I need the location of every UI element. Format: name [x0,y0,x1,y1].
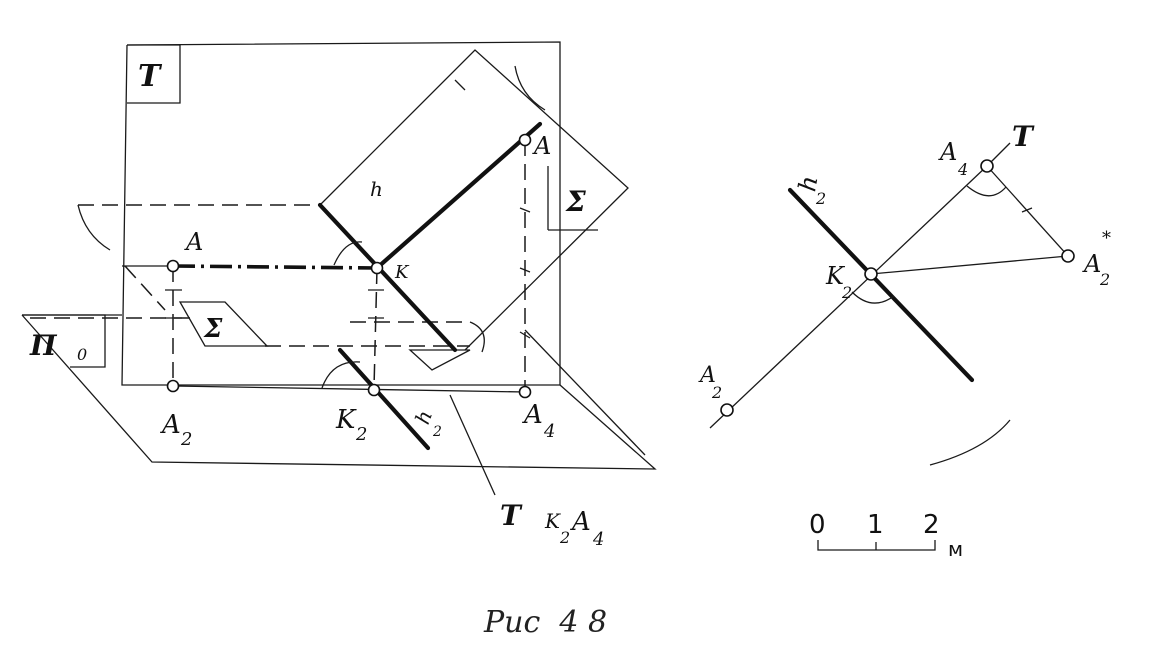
label-A4-right: A [938,138,957,166]
plane-Sigma-outline [319,49,629,351]
K2A4-leader-line [524,329,646,456]
projection-line-A2-A4 [172,385,526,393]
plane-T-label-box [127,44,181,104]
angle-arc-K [333,241,363,266]
label-K2-sub: 2 [355,424,367,445]
point-A4 [518,385,532,399]
label-A-top: A [532,132,551,160]
point-K2 [367,383,381,397]
point-A2-right [720,403,734,417]
label-A4: A [522,400,543,430]
point-A2star [1061,249,1075,263]
label-K2-right-sub: 2 [841,283,852,302]
dashed-vertical-K [373,267,378,389]
label-A2star-sup: * [1102,228,1111,249]
scale-tick-1: 1 [867,510,884,540]
label-A2: A [160,410,181,440]
scale-tick-2: 2 [923,510,940,540]
label-T-bottom: T [500,499,523,532]
T-leader-line [449,394,496,496]
tick-A4-A2star [1021,207,1033,213]
label-A2star: A [1082,250,1101,278]
label-A4-right-sub: 4 [957,160,968,179]
label-T-right: T [1012,120,1035,153]
trace-h2-right [787,187,975,383]
left-perspective-drawing: T Π 0 Σ Σ [21,41,657,550]
large-arc [929,419,1011,466]
scale-tick-0: 0 [809,510,826,540]
label-K2: K [335,405,357,435]
trace-line-h [317,202,458,353]
trace-line-h2 [337,347,431,451]
right-orthographic-drawing: T A 4 h 2 K 2 A 2 * A 2 [698,120,1111,466]
plane-Sigma-label-box [547,166,598,231]
scale-unit: м [948,537,963,561]
label-A2-right: A [698,363,716,388]
label-K2-right: K [825,262,846,290]
small-Sigma-label: Σ [203,314,223,344]
label-h2-right: h [793,174,823,194]
angle-arc-K2 [321,361,361,389]
line-A2-A4-right [709,165,988,429]
label-h2-right-sub: 2 [815,189,826,208]
label-A4-sub: 4 [543,421,555,442]
line-A4-A2star [986,165,1069,257]
label-K: K [394,262,410,283]
label-h2-small-sub: 2 [432,424,442,440]
lower-right-parallelogram [408,349,471,371]
scale-bar: 0 1 2 м [809,510,963,561]
point-K [370,261,384,275]
plane-T-outline [121,41,561,386]
dashed-diag-left [124,265,166,311]
small-Sigma-parallelogram [178,301,269,347]
figure-caption: Рис 4 8 [483,605,607,640]
arc-top-right [514,65,546,111]
label-A2star-sub: 2 [1099,270,1110,289]
label-K2A4-A: A [570,507,591,537]
label-K2A4-K-sub: 2 [559,528,570,547]
plane-Pi0-label-box [22,314,106,368]
point-A-top [518,133,532,147]
plane-Pi0-label: Π [29,329,58,362]
label-A2-right-sub: 2 [711,383,722,402]
label-h-top: h [370,177,383,201]
label-K2A4-K: K [544,509,561,533]
line-A-left-to-K [172,264,378,270]
plane-T-label: T [138,59,163,94]
point-A-left [166,259,180,273]
line-A-K [374,121,543,271]
point-A2 [166,379,180,393]
line-K2-A2star [870,255,1069,275]
label-A2-sub: 2 [180,429,192,450]
dashed-arc-left [77,204,111,251]
angle-arc-K2-right [851,291,895,304]
plane-Sigma-label: Σ [565,185,586,218]
scale-bar-line [817,540,936,551]
angle-arc-right [469,321,485,353]
point-K2-right [864,267,878,281]
plane-Pi0-subscript: 0 [77,345,87,364]
label-K2A4-A-sub: 4 [592,529,604,550]
point-A4-right [980,159,994,173]
label-A-left: A [184,228,203,256]
angle-arc-A4 [966,185,1007,197]
tick-marks [165,79,531,339]
